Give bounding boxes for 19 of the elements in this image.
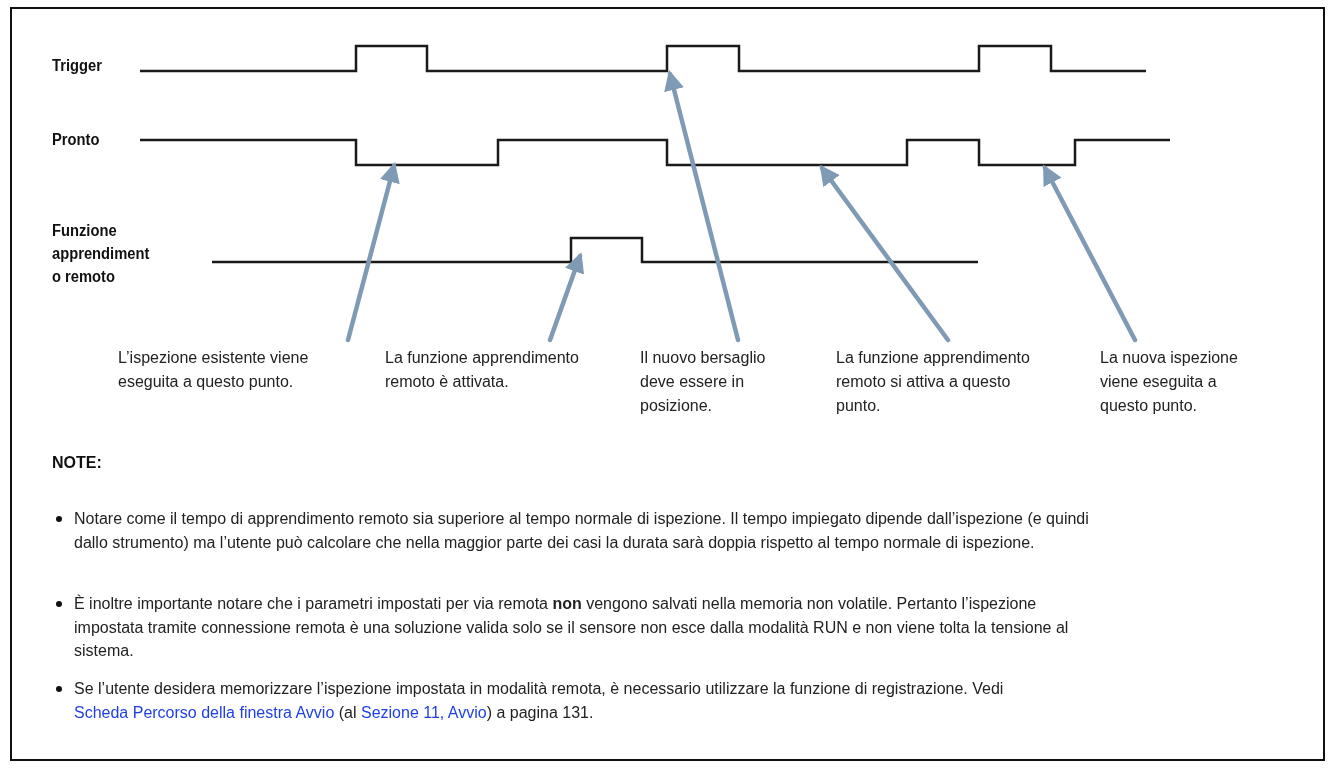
leader-arrow (345, 162, 400, 343)
callout-text: La funzione apprendimento remoto è attivata. (385, 346, 610, 394)
note-text: Se l’utente desidera memorizzare l’ispezione impostata in modalità remota, è necessario utilizzare la funzione di registrazione. Vedi Scheda Percorso della finestra Avvio (al Sezione 11, Avvio) a pagina 131. (74, 679, 1005, 723)
leader-arrow (1042, 164, 1138, 343)
leader-arrow (547, 252, 585, 343)
leader-arrow (819, 164, 951, 343)
signal-name: Trigger (52, 56, 103, 76)
notes-heading: NOTE: (52, 454, 102, 472)
signal-name: Funzione apprendiment o remoto (52, 221, 151, 287)
signal-name: Pronto (52, 130, 101, 150)
link: Scheda Percorso della finestra Avvio (74, 703, 335, 721)
link: Sezione 11, Avvio (361, 703, 487, 721)
note-text: È inoltre importante notare che i parametri impostati per via remota non vengono salvati nella memoria non volatile. Pertanto l’ispezione impostata tramite connessione remota è una soluzione valida solo se il sensore non esce dalla modalità RUN e non viene tolta la tensione al sistema. (74, 593, 1070, 661)
note-text: Notare come il tempo di apprendimento remoto sia superiore al tempo normale di ispezione. Il tempo impiegato dipende dall’ispezione (e quindi dallo strumento) ma l’utente può calcolare che nella maggior parte dei casi la durata sarà doppia rispetto al tempo normale di ispezione. (74, 509, 1090, 553)
leader-arrow (664, 70, 741, 343)
callout-text: Il nuovo bersaglio deve essere in posizione. (640, 346, 790, 418)
callout-text: La nuova ispezione viene eseguita a questo punto. (1100, 346, 1260, 418)
callout-text: L’ispezione esistente viene eseguita a questo punto. (118, 346, 333, 394)
callout-text: La funzione apprendimento remoto si attiva a questo punto. (836, 346, 1051, 418)
